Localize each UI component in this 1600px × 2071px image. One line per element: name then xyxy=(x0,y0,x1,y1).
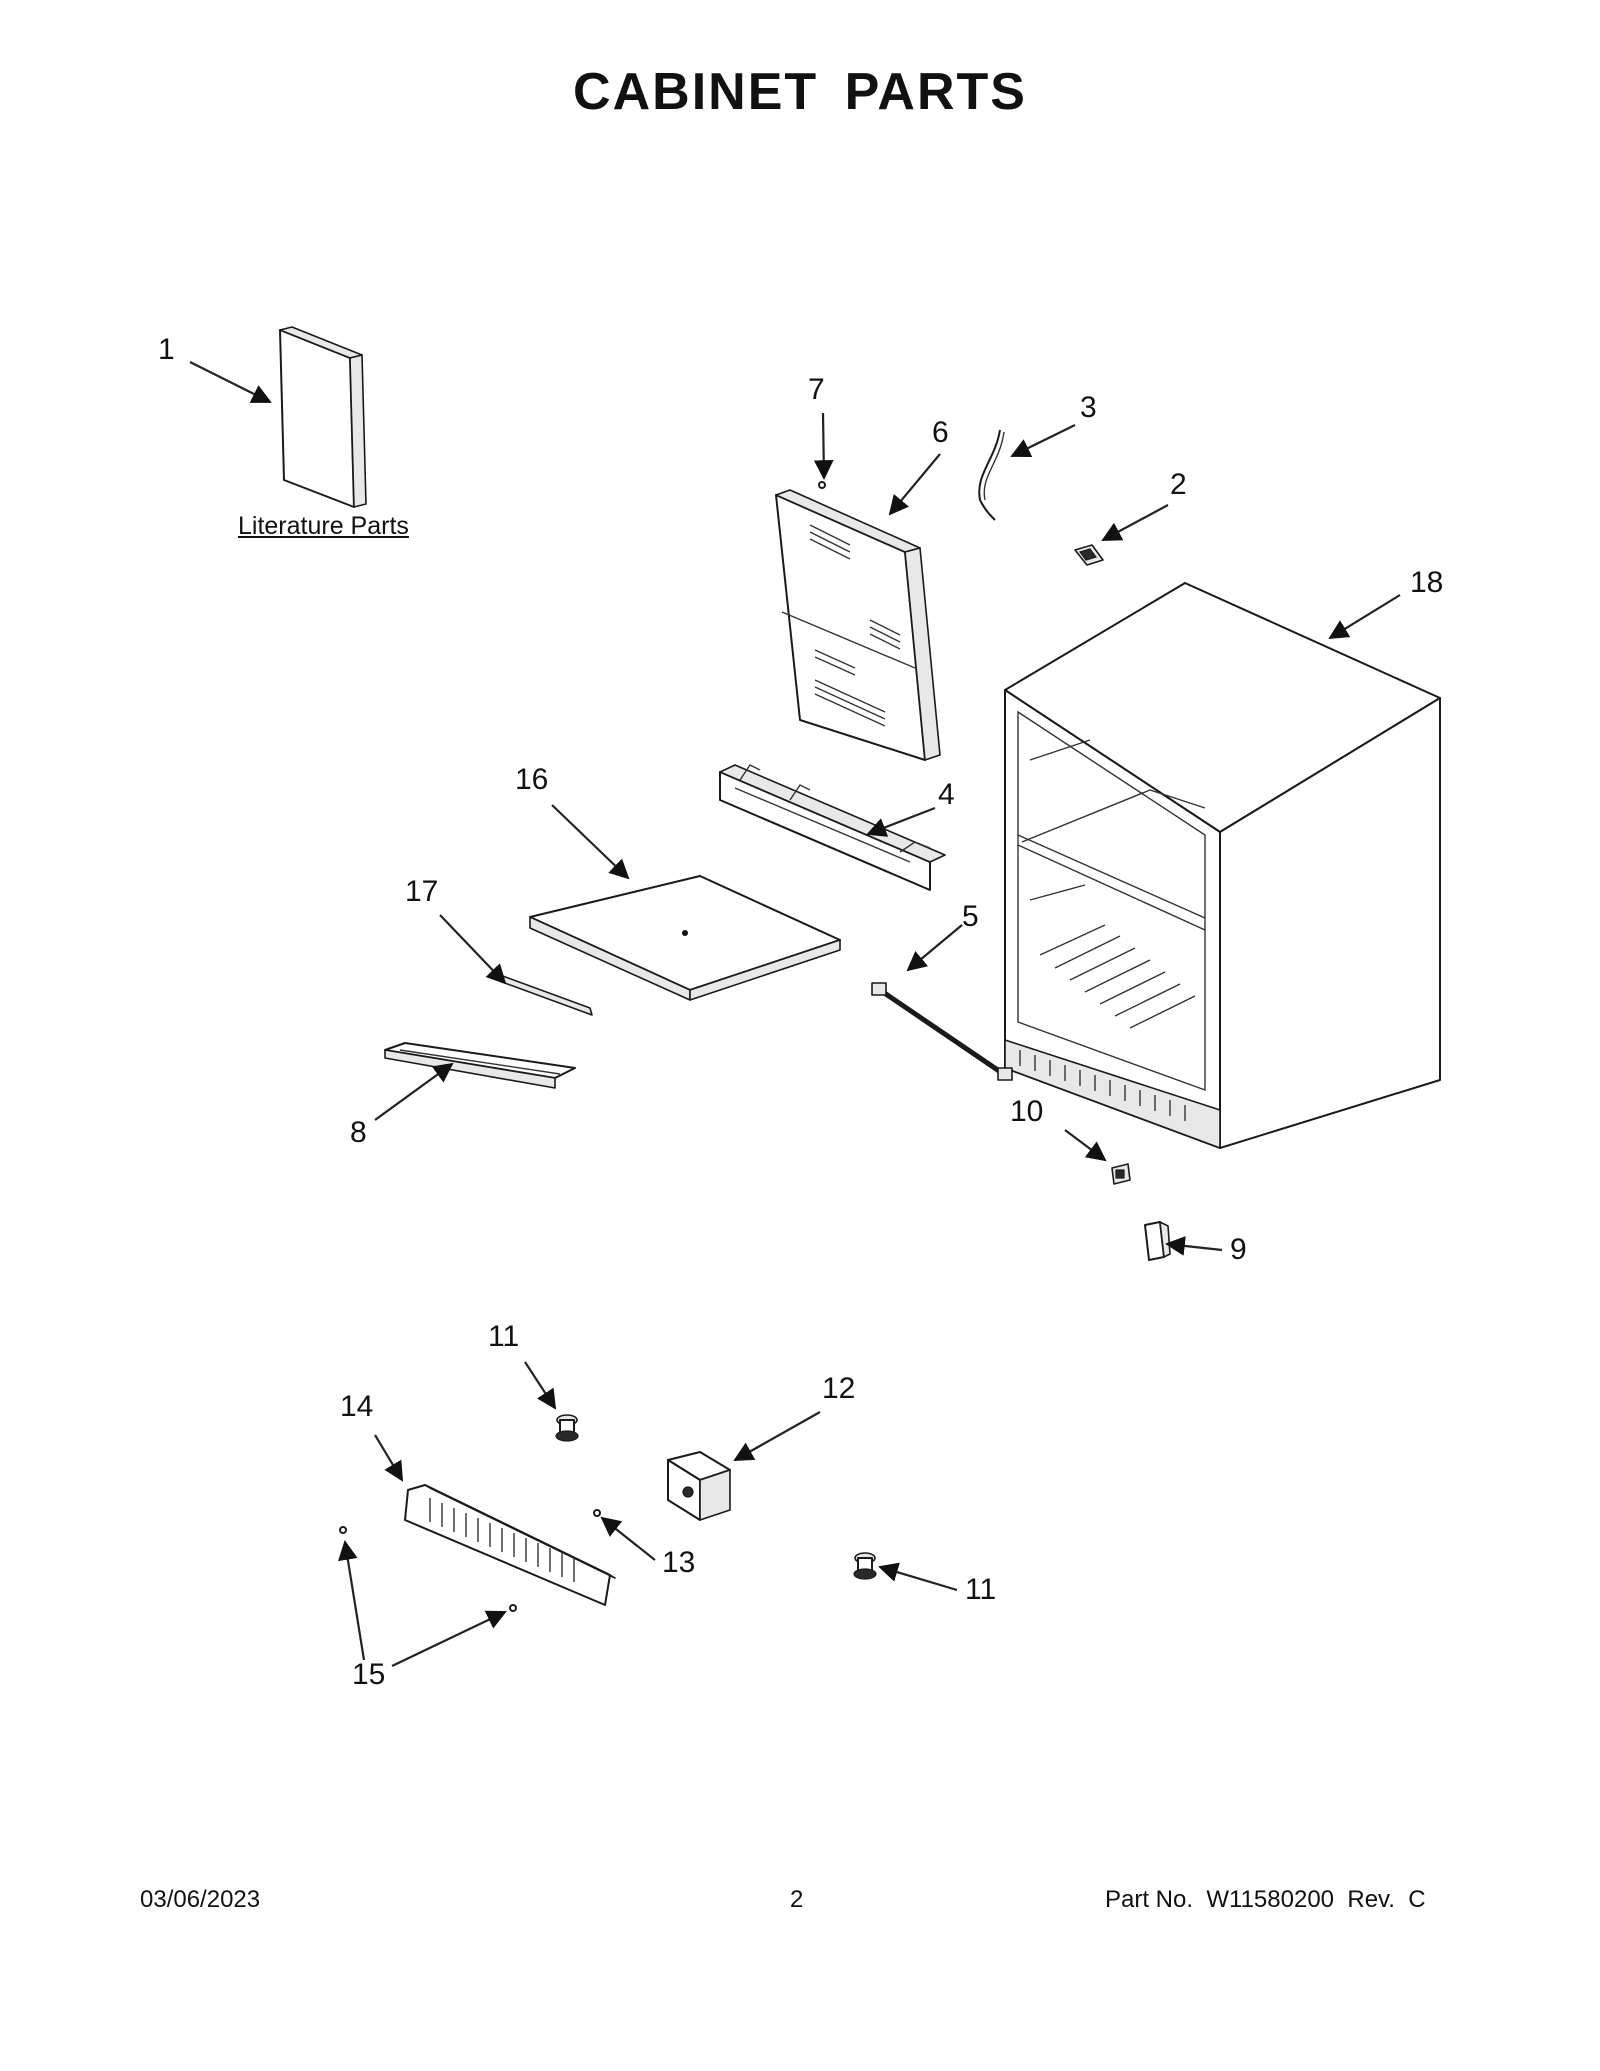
shelf-rail-part xyxy=(719,764,946,891)
footer-part-number: Part No. W11580200 Rev. C xyxy=(1105,1886,1426,1913)
callout-7: 7 xyxy=(808,373,825,406)
switch-part xyxy=(1074,544,1104,566)
callout-12: 12 xyxy=(822,1372,856,1405)
clip-part xyxy=(499,974,593,1016)
callout-2: 2 xyxy=(1170,468,1187,501)
callout-5: 5 xyxy=(962,900,979,933)
page-title: CABINET PARTS xyxy=(573,63,1027,121)
callout-16: 16 xyxy=(515,763,549,796)
evaporator-cover-vents xyxy=(809,524,901,727)
callout-11-lower: 11 xyxy=(965,1573,997,1606)
callout-13: 13 xyxy=(662,1546,696,1579)
leveling-leg-part-upper xyxy=(555,1414,579,1442)
base-rail-part xyxy=(384,1042,576,1089)
cabinet-grille-vents xyxy=(1019,1050,1186,1121)
screw-part xyxy=(818,481,826,489)
screw-part-small xyxy=(593,1509,601,1517)
callout-1: 1 xyxy=(158,333,175,366)
callout-4: 4 xyxy=(938,778,955,811)
cabinet-part xyxy=(1004,582,1441,1149)
footer-page-number: 2 xyxy=(790,1886,804,1913)
cabinet-rack-lines xyxy=(1039,924,1196,1029)
callout-6: 6 xyxy=(932,416,949,449)
callout-18: 18 xyxy=(1410,566,1444,599)
wire-harness-part xyxy=(978,429,1005,521)
callout-14: 14 xyxy=(340,1390,374,1423)
callout-11-upper: 11 xyxy=(488,1320,520,1353)
leveling-leg-part-lower xyxy=(853,1552,877,1580)
screw-part-grille xyxy=(339,1526,517,1612)
bracket-part xyxy=(1144,1221,1171,1261)
callout-17: 17 xyxy=(405,875,439,908)
callout-3: 3 xyxy=(1080,391,1097,424)
literature-booklet-part xyxy=(279,326,367,508)
callout-8: 8 xyxy=(350,1116,367,1149)
grille-vents xyxy=(429,1498,575,1582)
callout-15: 15 xyxy=(352,1658,386,1691)
literature-parts-label: Literature Parts xyxy=(238,512,409,540)
footer-date: 03/06/2023 xyxy=(140,1886,261,1913)
glass-shelf-part xyxy=(529,875,841,1001)
connector-part xyxy=(1111,1163,1131,1185)
callout-10: 10 xyxy=(1010,1095,1044,1128)
callout-9: 9 xyxy=(1230,1233,1247,1266)
front-grille-part xyxy=(404,1484,616,1606)
callout-leaders xyxy=(189,361,1401,1667)
control-box-part xyxy=(667,1451,731,1521)
support-rod-part xyxy=(871,982,1013,1081)
evaporator-cover-part xyxy=(775,489,941,761)
